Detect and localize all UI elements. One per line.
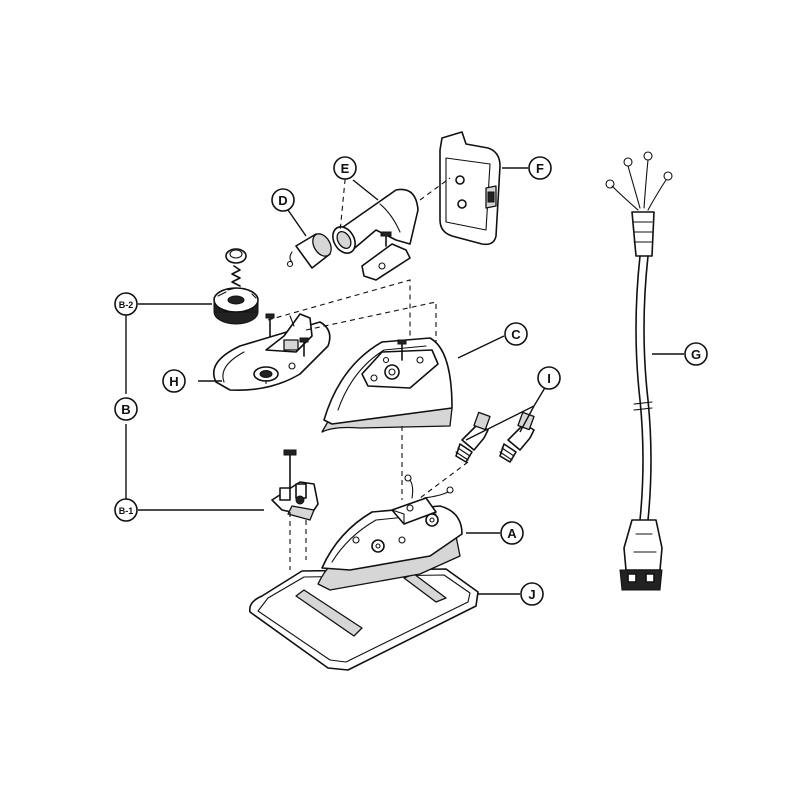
part-i-elbow-fittings	[455, 411, 535, 463]
callout-f: F	[528, 156, 552, 180]
callout-b2: B-2	[114, 292, 138, 316]
label-g: G	[691, 347, 701, 362]
callout-j: J	[520, 582, 544, 606]
callout-h: H	[162, 369, 186, 393]
callout-d: D	[271, 188, 295, 212]
label-i: I	[547, 371, 551, 386]
part-c-iron-cover	[321, 337, 453, 433]
part-e-handle	[332, 188, 419, 281]
part-b2-temperature-knob	[213, 248, 259, 325]
label-j: J	[528, 587, 535, 602]
callout-a: A	[500, 521, 524, 545]
callout-e: E	[333, 156, 357, 180]
part-b1-thermostat	[271, 449, 319, 521]
callout-g: G	[684, 342, 708, 366]
label-h: H	[169, 374, 178, 389]
part-f-switch-box	[439, 131, 501, 246]
callout-c: C	[504, 322, 528, 346]
callout-b1: B-1	[114, 498, 138, 522]
part-g-power-cord	[605, 151, 673, 591]
label-b2: B-2	[119, 300, 134, 310]
part-h-thermostat-plate	[212, 313, 331, 391]
callout-i: I	[537, 366, 561, 390]
leader-lines	[125, 167, 684, 595]
callout-b: B	[114, 397, 138, 421]
label-e: E	[341, 161, 350, 176]
label-a: A	[507, 526, 517, 541]
label-d: D	[278, 193, 287, 208]
label-f: F	[536, 161, 544, 176]
part-a-soleplate	[317, 474, 463, 591]
label-b: B	[121, 402, 130, 417]
part-j-rest-pad	[248, 568, 479, 671]
label-b1: B-1	[119, 506, 134, 516]
label-c: C	[511, 327, 521, 342]
part-d-connector	[286, 233, 332, 269]
assembly-guide-lines	[265, 169, 469, 570]
